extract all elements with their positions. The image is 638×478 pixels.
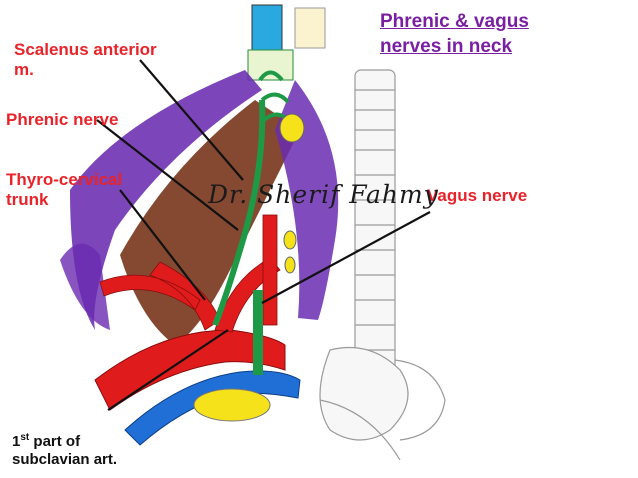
label-thyrocervical-trunk: Thyro-cervical trunk (6, 170, 122, 210)
label-scalenus-line2: m. (14, 60, 34, 80)
purple-muscle-far-left (60, 243, 110, 330)
ganglion-3 (284, 256, 296, 274)
diagram-title: Phrenic & vagus nerves in neck (380, 10, 529, 59)
label-vagus-nerve: Vagus nerve (427, 186, 528, 205)
label-thyro-line1: Thyro-cervical (6, 170, 123, 189)
label-thyro-line2: trunk (6, 190, 49, 210)
vessel-top-cream (294, 7, 326, 49)
neck-upper-green-band (247, 49, 294, 81)
phrenic-nerve-path (212, 99, 266, 327)
title-line1: Phrenic & vagus (380, 11, 529, 32)
label-subclavian-num: 1 (12, 433, 21, 450)
common-carotid (262, 214, 278, 326)
title-line2: nerves in neck (380, 35, 513, 57)
subclavian-artery (94, 329, 286, 411)
pointer-lines (96, 59, 431, 411)
label-subclavian-rest: part of (29, 433, 81, 450)
label-scalenus-anterior: Scalenus anterior m. (14, 40, 157, 80)
label-subclavian-sup: st (20, 432, 30, 443)
yellow-structure-bottom (193, 388, 271, 422)
label-scalenus-line1: Scalenus anterior (14, 40, 157, 59)
label-subclavian-artery: 1st part of subclavian art. (12, 432, 117, 468)
vessel-top-blue (251, 4, 283, 51)
author-watermark: Dr. Sherif Fahmy (208, 180, 439, 209)
ganglion-2 (283, 230, 297, 250)
vertebral-column (319, 69, 446, 461)
ganglion-1 (279, 113, 305, 143)
subclavian-vein (124, 370, 301, 446)
label-phrenic-nerve: Phrenic nerve (6, 110, 119, 129)
thyrocervical-branches (99, 257, 281, 333)
label-subclavian-line2: subclavian art. (12, 450, 118, 468)
vagus-nerve-path (253, 290, 263, 375)
